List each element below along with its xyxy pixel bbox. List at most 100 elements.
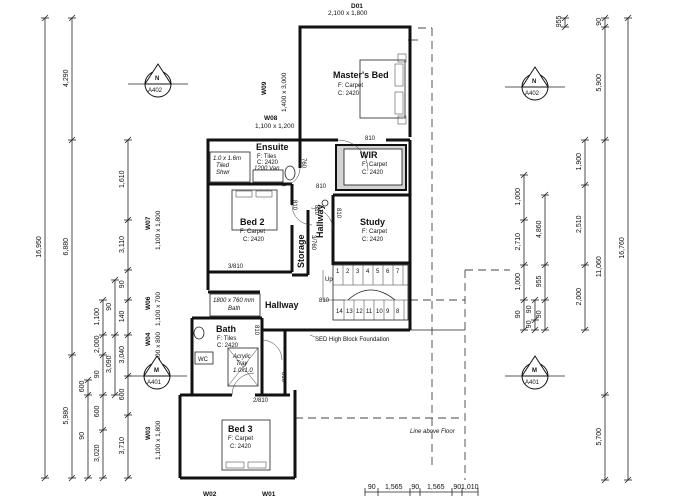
wc-label: WC (198, 357, 209, 363)
stair-tread-number: 12 (356, 309, 363, 315)
dimension-label: 90 (411, 484, 419, 491)
line-above-floor-annotation: Line above Floor (410, 429, 456, 435)
dimension-label: 955 (556, 16, 563, 28)
tray-size: 1.0x1.0 (233, 368, 253, 374)
study-name: Study (360, 217, 385, 227)
door-opening-label: 810 (319, 298, 330, 304)
window-w03-id: W03 (145, 426, 152, 440)
dimension-label: 3,110 (119, 236, 126, 253)
dimension-label: 90 (119, 280, 126, 288)
dimension-label: 2,710 (515, 233, 522, 251)
bath-word: Bath (228, 306, 241, 312)
storage-label: Storage (296, 234, 306, 268)
section-marker-letter: M (154, 368, 159, 374)
section-marker-letter: M (532, 368, 537, 374)
room-label-bed-three: Bed 3 F: Carpet C: 2420 (228, 424, 253, 450)
stair-tread-number: 14 (336, 309, 343, 315)
bed-two-ceiling: C: 2420 (243, 237, 265, 243)
room-label-wir: WIR F: Carpet C: 2420 (360, 150, 387, 176)
dimension-label: 3,090 (106, 355, 113, 373)
bed-two-floor: F: Carpet (240, 229, 265, 235)
bath-floor: F: Tiles (217, 336, 236, 342)
dimension-label: 1,100 (94, 308, 101, 326)
door-opening-label: 2/810 (253, 398, 269, 404)
tray-word2: Tray (236, 361, 249, 367)
window-w04-size: 1,100 x 800 (155, 332, 162, 366)
dimension-label: 90 (106, 303, 113, 311)
stair-tread-number: 1 (336, 269, 340, 275)
stairs-up-label: Up (325, 277, 333, 283)
room-label-study: Study F: Carpet C: 2420 (360, 217, 387, 243)
window-w02-id: W02 (203, 491, 217, 498)
window-w07-id: W07 (145, 216, 152, 230)
window-w07-size: 1,100 x 1,800 (155, 210, 162, 250)
wir-ceiling: C: 2420 (362, 170, 384, 176)
study-ceiling: C: 2420 (362, 237, 384, 243)
door-opening-label: 810 (313, 205, 319, 216)
window-w08-id: W08 (264, 115, 278, 122)
dimension-chains: 16,9504,2906,8805,9801,6103,110901403,04… (36, 14, 632, 496)
dimension-label: 11,060 (596, 256, 603, 277)
window-w06-id: W06 (145, 296, 152, 310)
dimension-label: 2,000 (576, 288, 583, 306)
stair-tread-number: 5 (376, 269, 380, 275)
foundation-text: SED High Block Foundation (315, 337, 389, 343)
window-w03-size: 1,100 x 1,800 (155, 420, 162, 460)
door-swings (231, 139, 369, 396)
room-label-ensuite: Ensuite F: Tiles C: 2420 1.0 x 1.6m Tile… (213, 142, 289, 176)
hallway-label: Hallway (265, 300, 299, 310)
ensuite-shower-word: Shwr (216, 170, 231, 176)
ensuite-ceiling: C: 2420 (257, 160, 279, 166)
ensuite-shower-tiled: Tiled (216, 163, 230, 169)
hallway-vertical-label: Hallway (315, 204, 325, 238)
section-marker-sheet: A402 (525, 91, 540, 97)
section-marker-sheet: A401 (525, 380, 540, 386)
door-opening-label: 810 (291, 200, 297, 211)
ensuite-floor: F: Tiles (257, 154, 276, 160)
dimension-label: 4,860 (536, 220, 543, 238)
dimension-label: 90 (79, 432, 86, 440)
bed-two (231, 189, 278, 231)
window-w06-size: 1,100 x 700 (155, 292, 162, 326)
master-bed-name: Master's Bed (333, 70, 389, 80)
dimension-label: 140 (119, 311, 126, 323)
walls (178, 25, 412, 480)
ensuite-vanity: 1200 Van (254, 166, 280, 172)
bed-three-floor: F: Carpet (228, 436, 253, 442)
wir-name: WIR (360, 150, 378, 160)
dimension-label: 1,565 (427, 484, 445, 491)
dimension-label: 1,900 (576, 153, 583, 171)
dimension-label: 3,020 (94, 444, 101, 462)
stair-tread-number: 9 (386, 309, 390, 315)
door-opening-label: 810 (365, 136, 376, 142)
window-w04-id: W04 (145, 332, 152, 346)
dimension-label: 90 (94, 370, 101, 378)
dimension-label: 1,010 (461, 484, 479, 491)
dimension-label: 90 (596, 18, 603, 26)
dimension-label: 90 (536, 310, 543, 318)
dimension-label: 4,290 (63, 69, 70, 87)
bed-master (359, 53, 407, 125)
dimension-label: 5,700 (596, 428, 603, 446)
section-marker: M A401 (505, 355, 565, 390)
bed-two-name: Bed 2 (240, 217, 265, 227)
window-w09-id: W09 (261, 81, 268, 95)
study-floor: F: Carpet (362, 229, 387, 235)
dimension-label: 600 (79, 381, 86, 393)
stair-tread-number: 7 (396, 269, 400, 275)
bath-name: Bath (216, 324, 236, 334)
door-opening-label: 3/810 (228, 264, 244, 270)
ensuite-name: Ensuite (256, 142, 289, 152)
stair-tread-number: 11 (366, 309, 373, 315)
door-opening-label: 810 (253, 325, 259, 336)
window-w01-id: W01 (262, 491, 276, 498)
bed-three-name: Bed 3 (228, 424, 253, 434)
section-marker-letter: N (155, 76, 159, 82)
door-opening-label: 810 (280, 372, 286, 383)
